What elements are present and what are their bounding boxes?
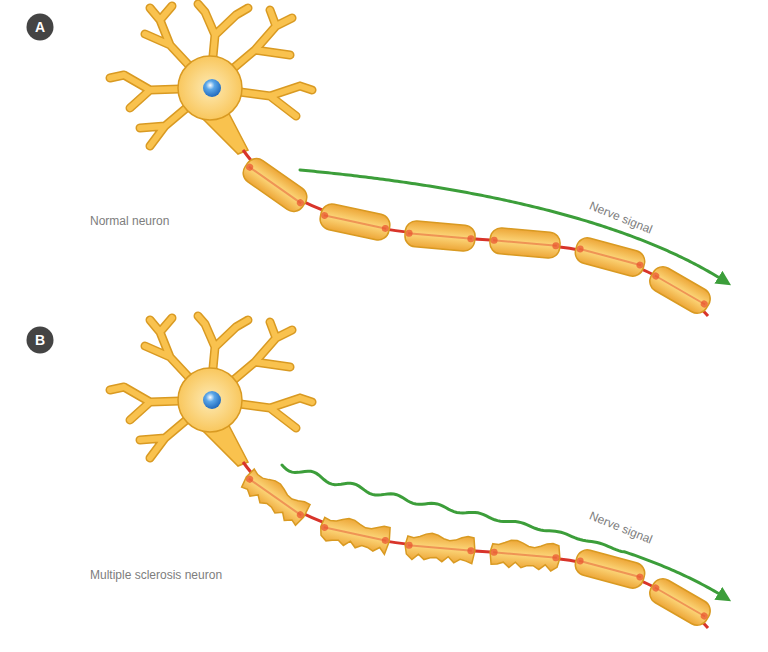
damaged-myelin-sheath [238,466,311,529]
axon [243,462,708,628]
axon [243,150,708,316]
normal-axon [239,150,714,317]
myelin-sheath [404,220,476,252]
normal-neuron-cell-body [110,4,312,154]
panel-letter-badge: B [26,326,54,354]
panel-letter: B [26,326,54,354]
nerve-signal-arrow [300,170,726,282]
myelin-sheath [239,154,311,215]
myelin-sheath [646,263,714,318]
disrupted-nerve-signal-arrow [282,465,726,598]
myelin-sheath [489,227,561,259]
panel-caption: Multiple sclerosis neuron [90,568,222,582]
nerve-signal-arrows [282,170,726,598]
ms-axon [238,462,714,629]
damaged-myelin-sheath [404,531,476,565]
myelin-sheath [646,575,714,630]
ms-neuron-cell-body [110,316,312,466]
damaged-myelin-sheath [489,538,561,572]
panel-letter: A [26,13,54,41]
signal-label: Nerve signal [587,509,654,547]
myelin-sheath [573,547,647,590]
panel-caption: Normal neuron [90,214,169,228]
myelin-sheath [318,202,392,242]
myelin-sheath [573,235,647,278]
panel-letter-badge: A [26,13,54,41]
damaged-myelin-sheath [318,513,392,555]
